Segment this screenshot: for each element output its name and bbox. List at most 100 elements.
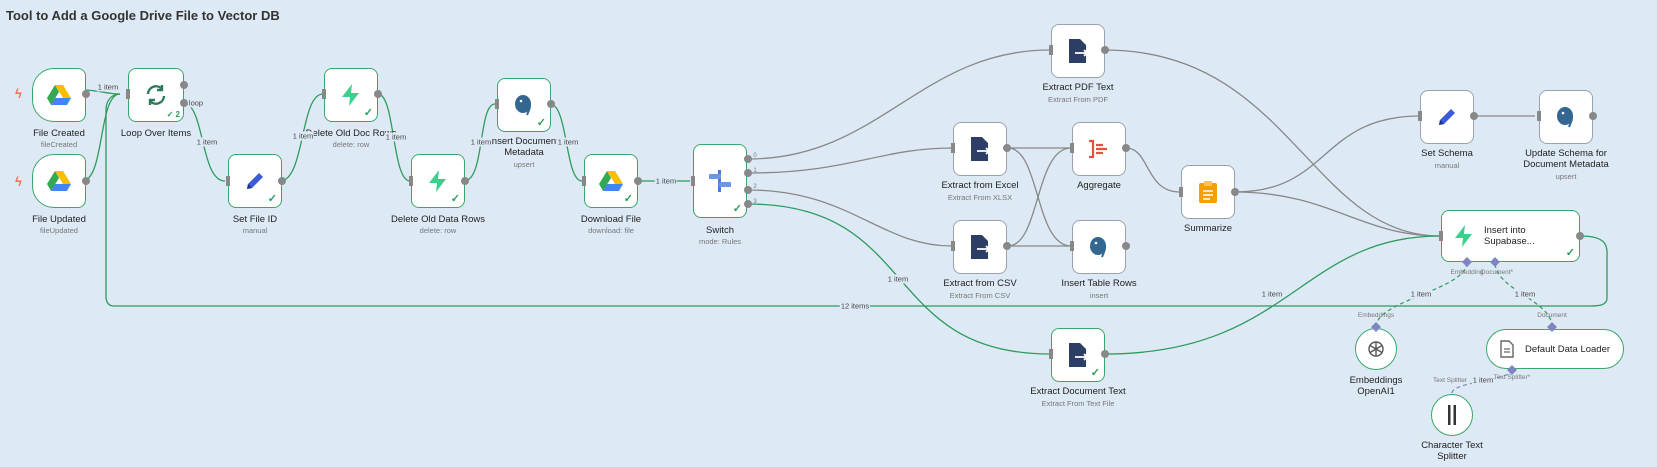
input-port[interactable] — [1070, 143, 1074, 153]
supabase-icon — [1455, 225, 1472, 247]
node-set-schema[interactable] — [1420, 90, 1474, 144]
node-extract-document-text[interactable]: ✓ — [1051, 328, 1105, 382]
output-port[interactable] — [82, 177, 90, 185]
node-subtitle: Extract From PDF — [1047, 95, 1109, 104]
input-port[interactable] — [951, 143, 955, 153]
node-file-created[interactable] — [32, 68, 86, 122]
port-label: Embeddings — [1357, 312, 1395, 319]
input-port[interactable] — [126, 89, 130, 99]
success-check-icon: ✓ — [732, 203, 742, 215]
node-insert-supabase[interactable]: Insert into Supabase... ✓ — [1441, 210, 1580, 262]
output-port[interactable] — [374, 90, 382, 98]
output-port[interactable] — [180, 81, 188, 89]
node-update-schema[interactable] — [1539, 90, 1593, 144]
node-label: Insert Table Rows — [1061, 278, 1137, 289]
node-label: File Updated — [32, 214, 86, 225]
input-port[interactable] — [691, 176, 695, 186]
edge-aggregate-summarize — [1125, 147, 1181, 193]
node-delete-old-doc-rows[interactable]: ✓ — [324, 68, 378, 122]
output-port[interactable] — [1003, 242, 1011, 250]
node-file-updated[interactable] — [32, 154, 86, 208]
input-port[interactable] — [1179, 187, 1183, 197]
file-export-icon — [971, 137, 991, 161]
edge-label: 12 items — [839, 301, 871, 311]
output-port[interactable] — [461, 177, 469, 185]
node-extract-pdf-text[interactable] — [1051, 24, 1105, 78]
output-port[interactable] — [82, 90, 90, 98]
node-insert-table-rows[interactable] — [1072, 220, 1126, 274]
node-label: Loop Over Items — [120, 128, 192, 139]
switch-output-3-port[interactable] — [744, 200, 752, 208]
aggregate-icon — [1089, 139, 1107, 159]
input-port[interactable] — [1537, 111, 1541, 121]
node-label: Set Schema — [1421, 148, 1473, 159]
input-port[interactable] — [951, 241, 955, 251]
node-delete-old-data-rows[interactable]: ✓ — [411, 154, 465, 208]
switch-output-2-port[interactable] — [744, 186, 752, 194]
trigger-bolt-icon: ϟ — [15, 86, 22, 101]
input-port[interactable] — [582, 176, 586, 186]
node-label: Insert into Supabase... — [1484, 225, 1535, 247]
node-switch[interactable]: ✓ — [693, 144, 747, 218]
output-port[interactable] — [1003, 144, 1011, 152]
edge-label: loop — [187, 98, 205, 108]
file-export-icon — [1069, 343, 1089, 367]
input-port[interactable] — [1439, 231, 1443, 241]
node-label: Character Text Splitter — [1421, 440, 1483, 462]
input-port[interactable] — [226, 176, 230, 186]
node-embeddings-openai[interactable] — [1355, 328, 1397, 370]
splitter-icon — [1448, 405, 1456, 425]
output-port[interactable] — [1122, 242, 1130, 250]
output-port[interactable] — [1231, 188, 1239, 196]
node-loop-over-items[interactable]: ✓ 2 — [128, 68, 184, 122]
node-download-file[interactable]: ✓ — [584, 154, 638, 208]
edge-summarize-setschema — [1234, 115, 1421, 193]
success-check-icon: ✓ — [1565, 247, 1575, 259]
output-port[interactable] — [278, 177, 286, 185]
input-port[interactable] — [409, 176, 413, 186]
input-port[interactable] — [1049, 45, 1053, 55]
output-port[interactable] — [180, 99, 188, 107]
input-port[interactable] — [322, 89, 326, 99]
input-port[interactable] — [1049, 349, 1053, 359]
input-port[interactable] — [495, 99, 499, 109]
node-character-text-splitter[interactable] — [1431, 394, 1473, 436]
node-set-file-id[interactable]: ✓ — [228, 154, 282, 208]
node-aggregate[interactable] — [1072, 122, 1126, 176]
output-port[interactable] — [1470, 112, 1478, 120]
success-check-icon: ✓ — [1090, 367, 1100, 379]
node-subtitle: mode: Rules — [698, 237, 742, 246]
output-port[interactable] — [1122, 144, 1130, 152]
success-check-icon: ✓ — [267, 193, 277, 205]
output-port[interactable] — [1101, 46, 1109, 54]
edge-pdf-supabase — [1104, 49, 1441, 237]
node-extract-from-excel[interactable] — [953, 122, 1007, 176]
switch-output-0-port[interactable] — [744, 155, 752, 163]
node-default-data-loader[interactable]: Default Data Loader — [1486, 329, 1624, 369]
node-extract-from-csv[interactable] — [953, 220, 1007, 274]
input-port[interactable] — [1070, 241, 1074, 251]
edge-csv-aggregate — [1007, 147, 1072, 247]
node-insert-document-metadata[interactable]: ✓ — [497, 78, 551, 132]
edge-label: 1 item — [291, 131, 315, 141]
node-label: Set File ID — [232, 214, 278, 225]
google-drive-icon — [47, 171, 71, 191]
node-label: File Created — [33, 128, 85, 139]
input-port[interactable] — [1418, 111, 1422, 121]
output-port[interactable] — [1589, 112, 1597, 120]
output-port[interactable] — [547, 100, 555, 108]
switch-output-label: 0 — [753, 153, 757, 159]
switch-icon — [709, 170, 731, 192]
node-summarize[interactable] — [1181, 165, 1235, 219]
file-export-icon — [971, 235, 991, 259]
switch-output-1-port[interactable] — [744, 169, 752, 177]
node-label: Update Schema for Document Metadata — [1523, 148, 1609, 170]
node-label: Embeddings OpenAI1 — [1349, 375, 1403, 397]
edge-label: 1 item — [1513, 289, 1537, 299]
output-port[interactable] — [1576, 232, 1584, 240]
switch-output-label: 2 — [753, 184, 757, 190]
output-port[interactable] — [1101, 350, 1109, 358]
output-port[interactable] — [634, 177, 642, 185]
edge-label: 1 item — [195, 137, 219, 147]
